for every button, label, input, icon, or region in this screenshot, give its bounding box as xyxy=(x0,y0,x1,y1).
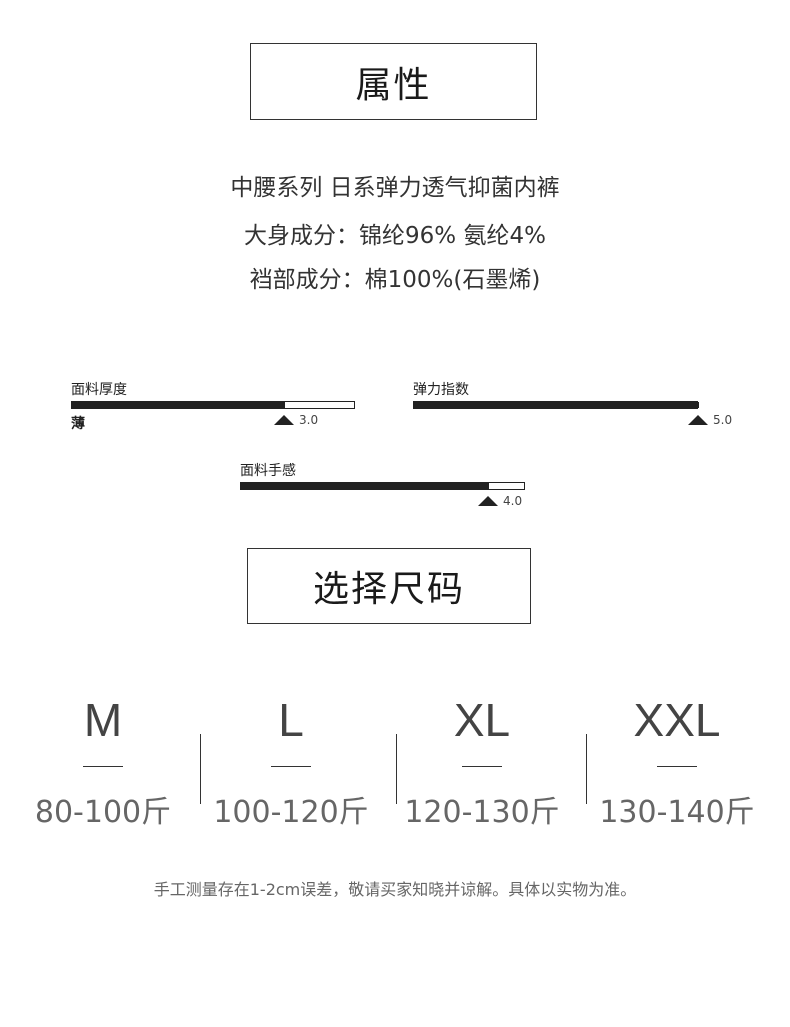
size-letter: M xyxy=(83,694,123,746)
triangle-marker-icon xyxy=(274,415,294,425)
triangle-marker-icon xyxy=(478,496,498,506)
size-underline xyxy=(657,766,697,767)
thickness-label: 面料厚度 xyxy=(71,382,127,398)
size-letter: L xyxy=(278,694,304,746)
elasticity-value: 5.0 xyxy=(713,413,733,427)
elasticity-bar xyxy=(413,401,699,409)
thickness-scale: 面料厚度 薄 3.0 xyxy=(71,379,355,439)
feel-scale: 面料手感 4.0 xyxy=(240,460,525,520)
elasticity-scale: 弹力指数 5.0 xyxy=(413,379,732,439)
size-underline xyxy=(462,766,502,767)
thickness-bar xyxy=(71,401,355,409)
feel-value: 4.0 xyxy=(503,494,523,508)
thickness-sublabel: 薄 xyxy=(71,416,85,432)
feel-label: 面料手感 xyxy=(240,463,296,479)
measurement-footnote: 手工测量存在1-2cm误差，敬请买家知晓并谅解。具体以实物为准。 xyxy=(153,880,637,899)
size-divider xyxy=(586,734,587,804)
thickness-value: 3.0 xyxy=(299,413,319,427)
size-weight-range: 130-140斤 xyxy=(599,795,755,830)
thickness-marker: 3.0 xyxy=(274,413,318,427)
thickness-fill xyxy=(72,402,285,408)
elasticity-label: 弹力指数 xyxy=(413,382,469,398)
size-option-xxl[interactable]: XXL 130-140斤 xyxy=(582,690,772,831)
size-weight-range: 80-100斤 xyxy=(34,795,172,830)
size-weight-range: 100-120斤 xyxy=(213,795,369,830)
size-option-l[interactable]: L 100-120斤 xyxy=(196,690,386,831)
size-option-m[interactable]: M 80-100斤 xyxy=(8,690,198,831)
size-underline xyxy=(271,766,311,767)
size-divider xyxy=(200,734,201,804)
size-letter: XXL xyxy=(633,694,721,746)
size-letter: XL xyxy=(453,694,511,746)
feel-marker: 4.0 xyxy=(478,494,522,508)
body-composition: 大身成分：锦纶96% 氨纶4% xyxy=(244,223,546,249)
triangle-marker-icon xyxy=(688,415,708,425)
feel-fill xyxy=(241,483,489,489)
size-underline xyxy=(83,766,123,767)
feel-bar xyxy=(240,482,525,490)
elasticity-fill xyxy=(414,402,699,408)
crotch-composition: 裆部成分：棉100%(石墨烯) xyxy=(249,267,541,293)
series-line: 中腰系列 日系弹力透气抑菌内裤 xyxy=(230,175,560,201)
size-divider xyxy=(396,734,397,804)
size-section-title: 选择尺码 xyxy=(247,548,531,624)
size-option-xl[interactable]: XL 120-130斤 xyxy=(387,690,577,831)
size-weight-range: 120-130斤 xyxy=(404,795,560,830)
attributes-title: 属性 xyxy=(250,43,537,120)
elasticity-marker: 5.0 xyxy=(688,413,732,427)
